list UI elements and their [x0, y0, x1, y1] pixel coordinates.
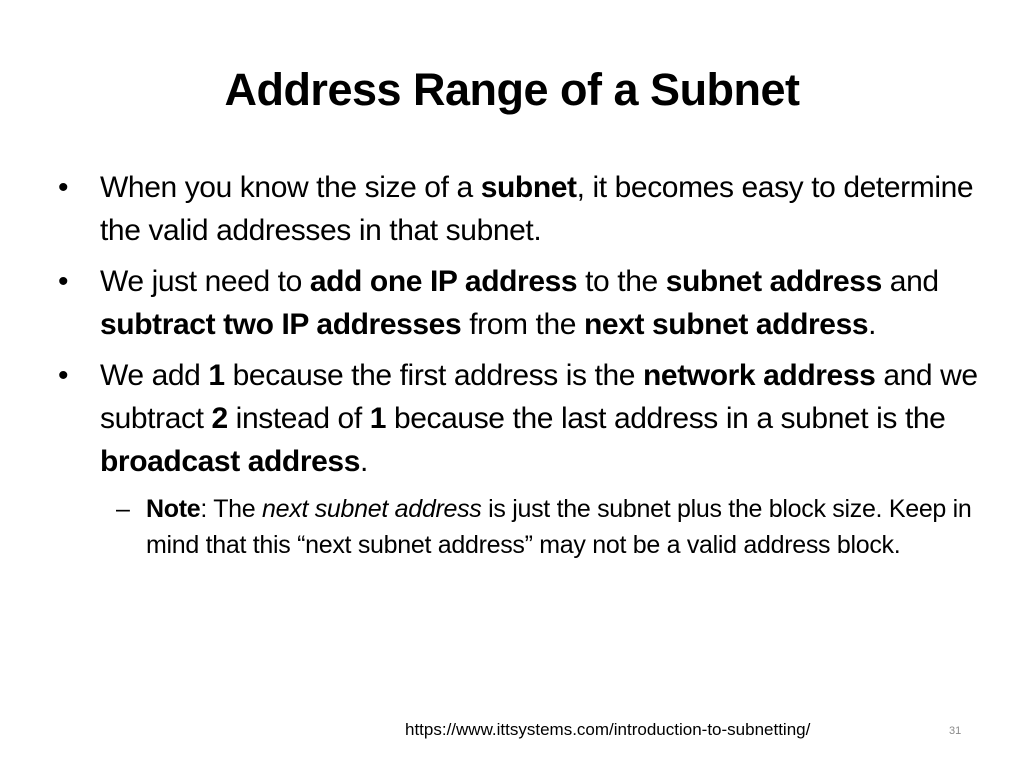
dash-icon: – — [116, 495, 130, 523]
note-label: Note — [146, 495, 201, 523]
bullet-icon: • — [58, 171, 69, 204]
bullet-icon: • — [58, 265, 69, 298]
source-link[interactable]: https://www.ittsystems.com/introduction-… — [405, 720, 811, 739]
bullet-item: • We just need to add one IP address to … — [58, 260, 978, 346]
bullet-item: • When you know the size of a subnet, it… — [58, 166, 978, 252]
slide-title: Address Range of a Subnet — [224, 64, 800, 115]
note-sub-bullet: – Note: The next subnet address is just … — [116, 491, 978, 563]
bullet-item: • We add 1 because the first address is … — [58, 354, 978, 483]
bullet-icon: • — [58, 359, 69, 392]
page-number: 31 — [949, 725, 962, 737]
bullet-list: • When you know the size of a subnet, it… — [58, 166, 978, 563]
